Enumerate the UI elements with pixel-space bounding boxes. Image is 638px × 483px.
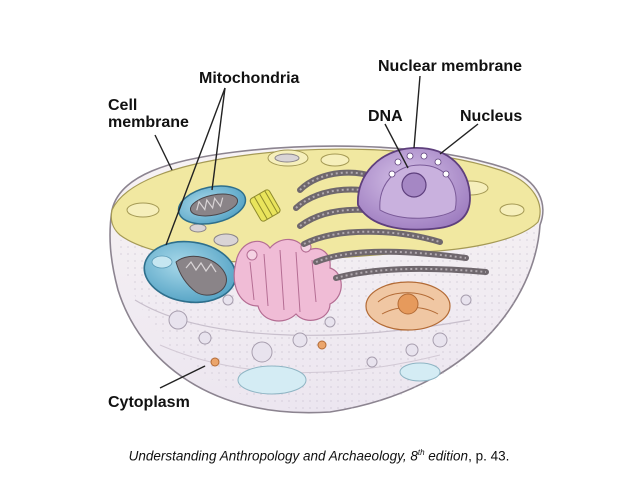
lysosome	[365, 281, 451, 331]
mitochondria-leader-lower	[165, 87, 226, 246]
cell-membrane-label-line2: membrane	[108, 114, 189, 131]
dna-leader	[384, 123, 409, 169]
caption-edition: edition	[424, 448, 469, 464]
nucleus-label: Nucleus	[460, 108, 523, 125]
cytoplasm-leader	[159, 365, 206, 389]
cell-membrane-label-line1: Cell	[108, 97, 138, 114]
centriole	[249, 189, 281, 222]
cell-membrane-leader	[154, 134, 173, 171]
caption-superscript: th	[417, 448, 425, 457]
cytoplasm-label: Cytoplasm	[108, 394, 190, 411]
dna-label: DNA	[368, 108, 403, 125]
leader-lines	[154, 75, 479, 389]
mitochondria-label: Mitochondria	[199, 70, 300, 87]
nuclear-membrane-label: Nuclear membrane	[378, 58, 523, 75]
caption-page: , p. 43.	[468, 448, 510, 464]
cell-membrane-label: Cell membrane	[108, 97, 189, 131]
figure-caption: Understanding Anthropology and Archaeolo…	[0, 448, 638, 464]
caption-title: Understanding Anthropology and Archaeolo…	[128, 448, 418, 464]
nucleus-leader	[439, 123, 479, 155]
nuclear-membrane-leader	[413, 75, 421, 149]
mitochondrion-upper	[177, 185, 247, 225]
vesicles	[168, 294, 472, 368]
nucleus	[357, 147, 471, 231]
mitochondria-leader-upper	[211, 87, 226, 191]
